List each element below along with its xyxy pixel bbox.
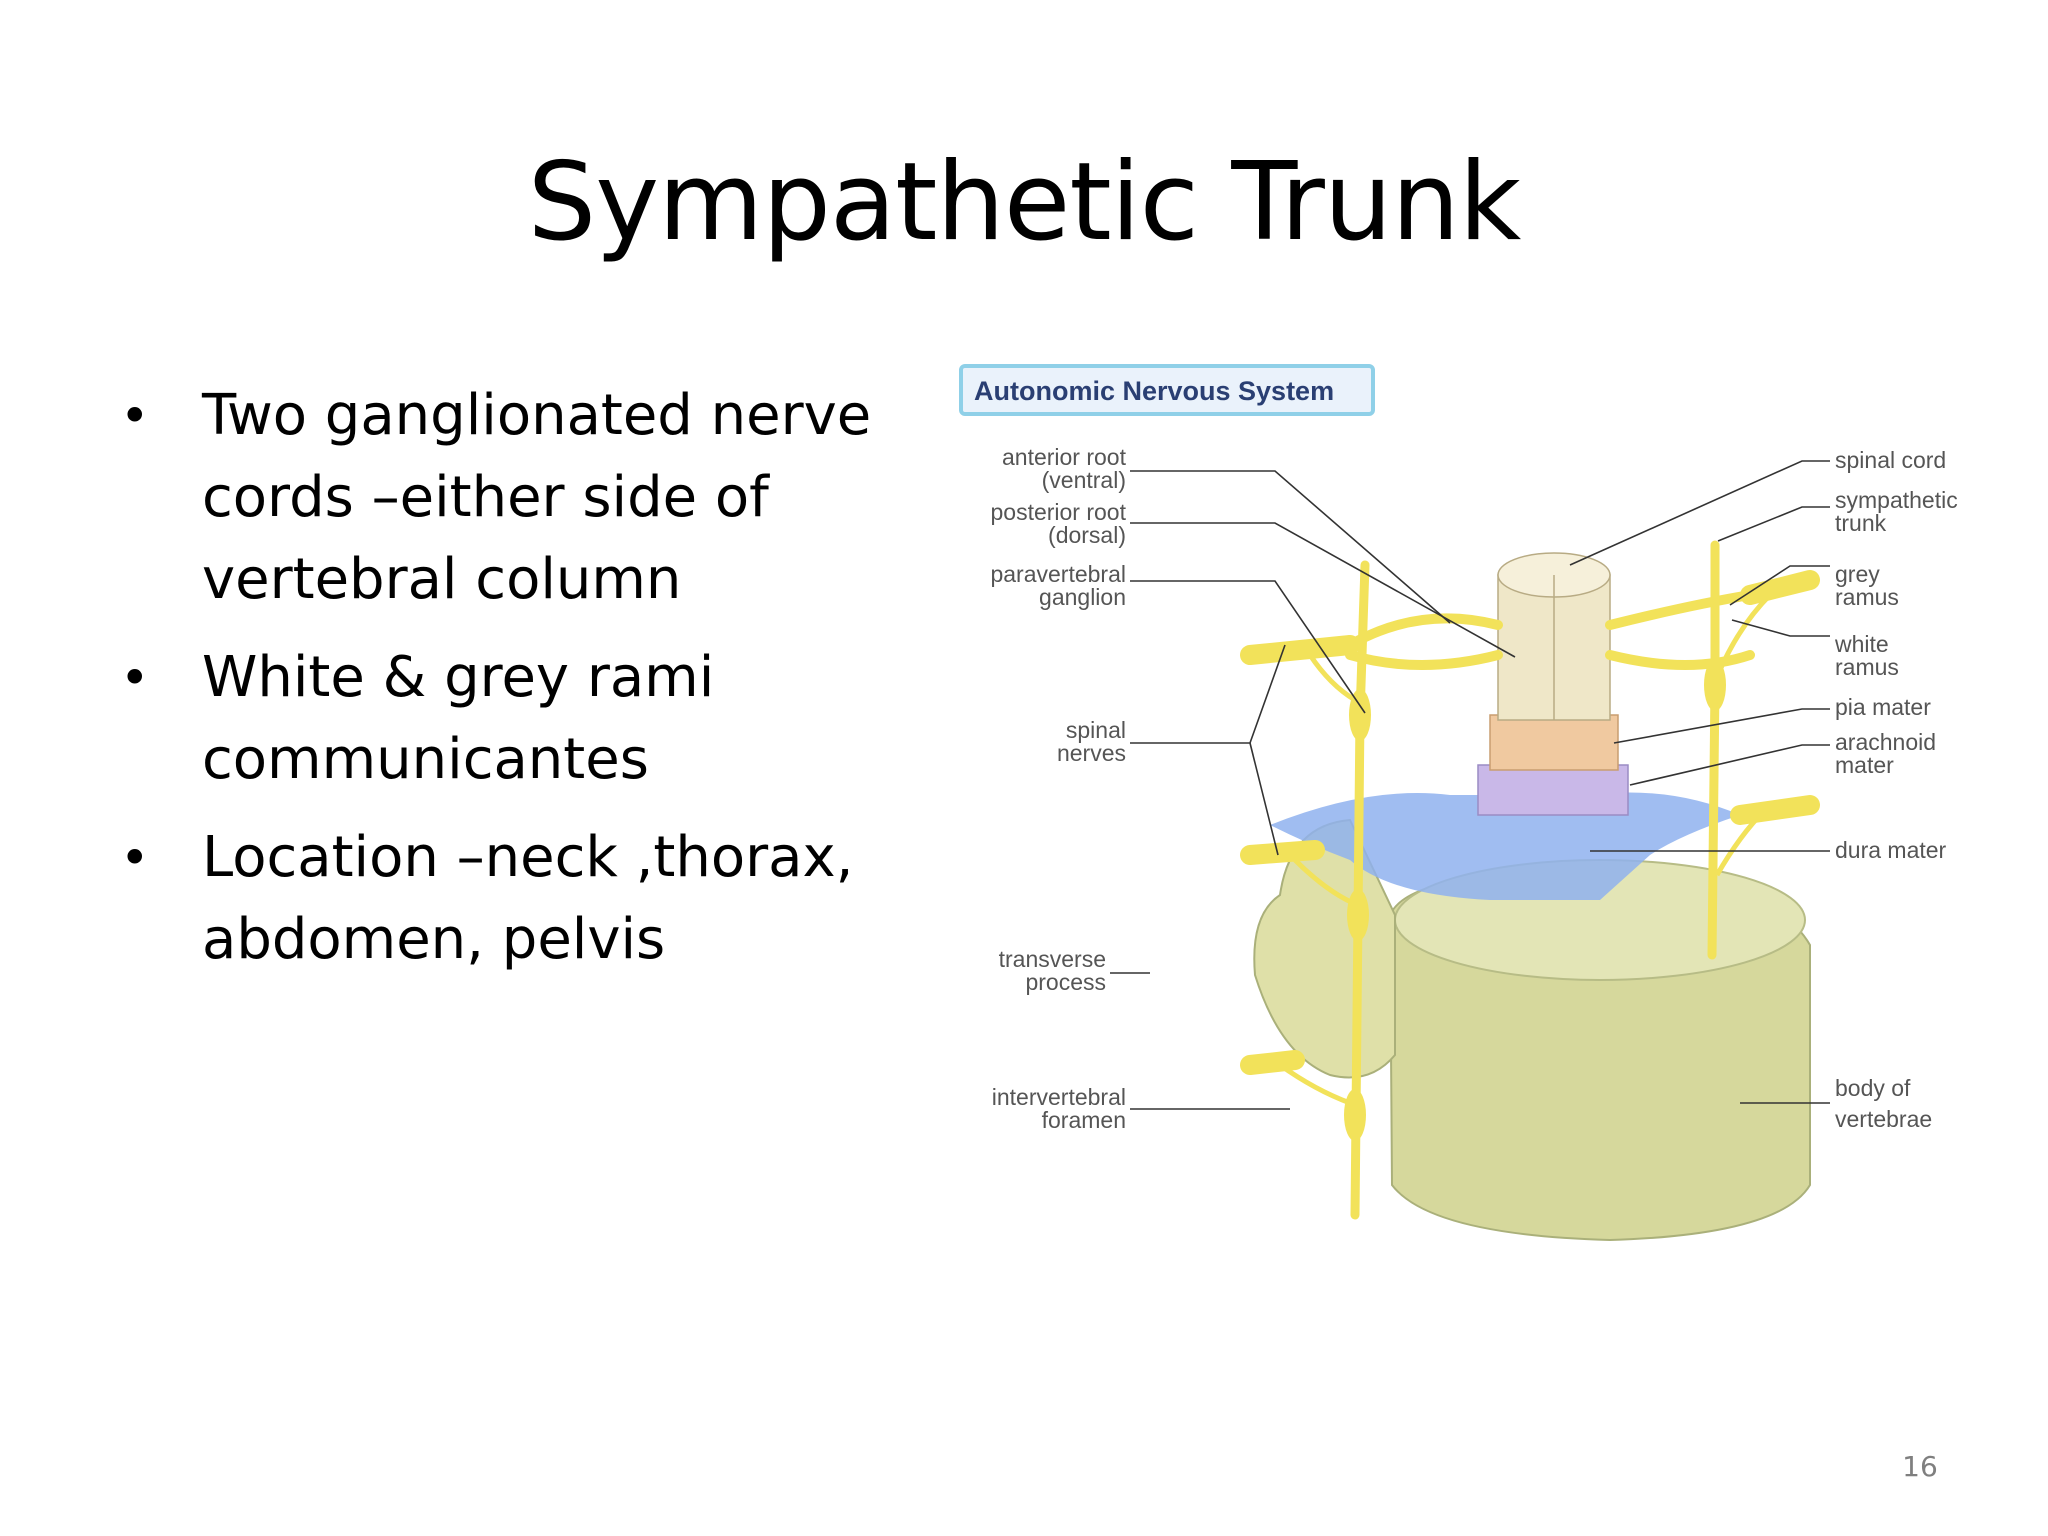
label-nerves: nerves (1057, 740, 1126, 766)
label-pia-mater: pia mater (1835, 694, 1931, 720)
bullet-list: • Two ganglionated nerve cords –either s… (120, 375, 920, 997)
label-trunk: trunk (1835, 510, 1887, 536)
label-process: process (1025, 969, 1106, 995)
anatomy-figure: Autonomic Nervous System (950, 355, 2010, 1275)
label-intervertebral: intervertebral (992, 1084, 1126, 1110)
label-anterior-root-sub: (ventral) (1042, 467, 1126, 493)
label-posterior-root: posterior root (990, 499, 1126, 525)
pia-shape (1489, 714, 1619, 771)
leader-lines (1110, 460, 1830, 1110)
figure-header-box (959, 364, 1375, 416)
label-grey: grey (1835, 561, 1880, 587)
label-white: white (1834, 631, 1889, 657)
label-arachnoid: arachnoid (1835, 729, 1936, 755)
label-foramen: foramen (1042, 1107, 1126, 1133)
page-number: 16 (1902, 1450, 1938, 1483)
spinal-nerves-shape (1240, 570, 1820, 1075)
dura-mater-shape (1270, 792, 1740, 900)
label-arachnoid-mater: mater (1835, 752, 1894, 778)
bullet-dot: • (120, 649, 150, 707)
paravertebral-ganglia (1344, 659, 1726, 1141)
label-vertebrae: vertebrae (1835, 1106, 1932, 1132)
bullet-dot: • (120, 387, 150, 445)
bullet-dot: • (120, 829, 150, 887)
label-white-ramus: ramus (1835, 654, 1899, 680)
anatomy-diagram: Autonomic Nervous System (959, 364, 1958, 1242)
label-spinal: spinal (1066, 717, 1126, 743)
bullet-text: Location –neck ,thorax, abdomen, pelvis (202, 825, 854, 972)
label-spinal-cord: spinal cord (1835, 447, 1946, 473)
label-anterior-root: anterior root (1002, 444, 1127, 470)
label-grey-ramus: ramus (1835, 584, 1899, 610)
label-ganglion: ganglion (1039, 584, 1126, 610)
bullet-item: • Location –neck ,thorax, abdomen, pelvi… (120, 817, 920, 981)
label-sympathetic: sympathetic (1835, 487, 1958, 513)
rami-communicantes (1278, 593, 1772, 1106)
label-transverse: transverse (999, 946, 1106, 972)
arachnoid-shape (1477, 764, 1629, 816)
bullet-item: • White & grey rami communicantes (120, 637, 920, 801)
slide-title: Sympathetic Trunk (527, 140, 1522, 265)
label-paravertebral: paravertebral (990, 561, 1126, 587)
figure-header: Autonomic Nervous System (974, 376, 1334, 406)
label-body-of: body of (1835, 1075, 1911, 1101)
label-posterior-root-sub: (dorsal) (1048, 522, 1126, 548)
label-dura-mater: dura mater (1835, 837, 1947, 863)
bullet-text: White & grey rami communicantes (202, 645, 715, 792)
bullet-item: • Two ganglionated nerve cords –either s… (120, 375, 920, 621)
bullet-text: Two ganglionated nerve cords –either sid… (202, 383, 872, 612)
